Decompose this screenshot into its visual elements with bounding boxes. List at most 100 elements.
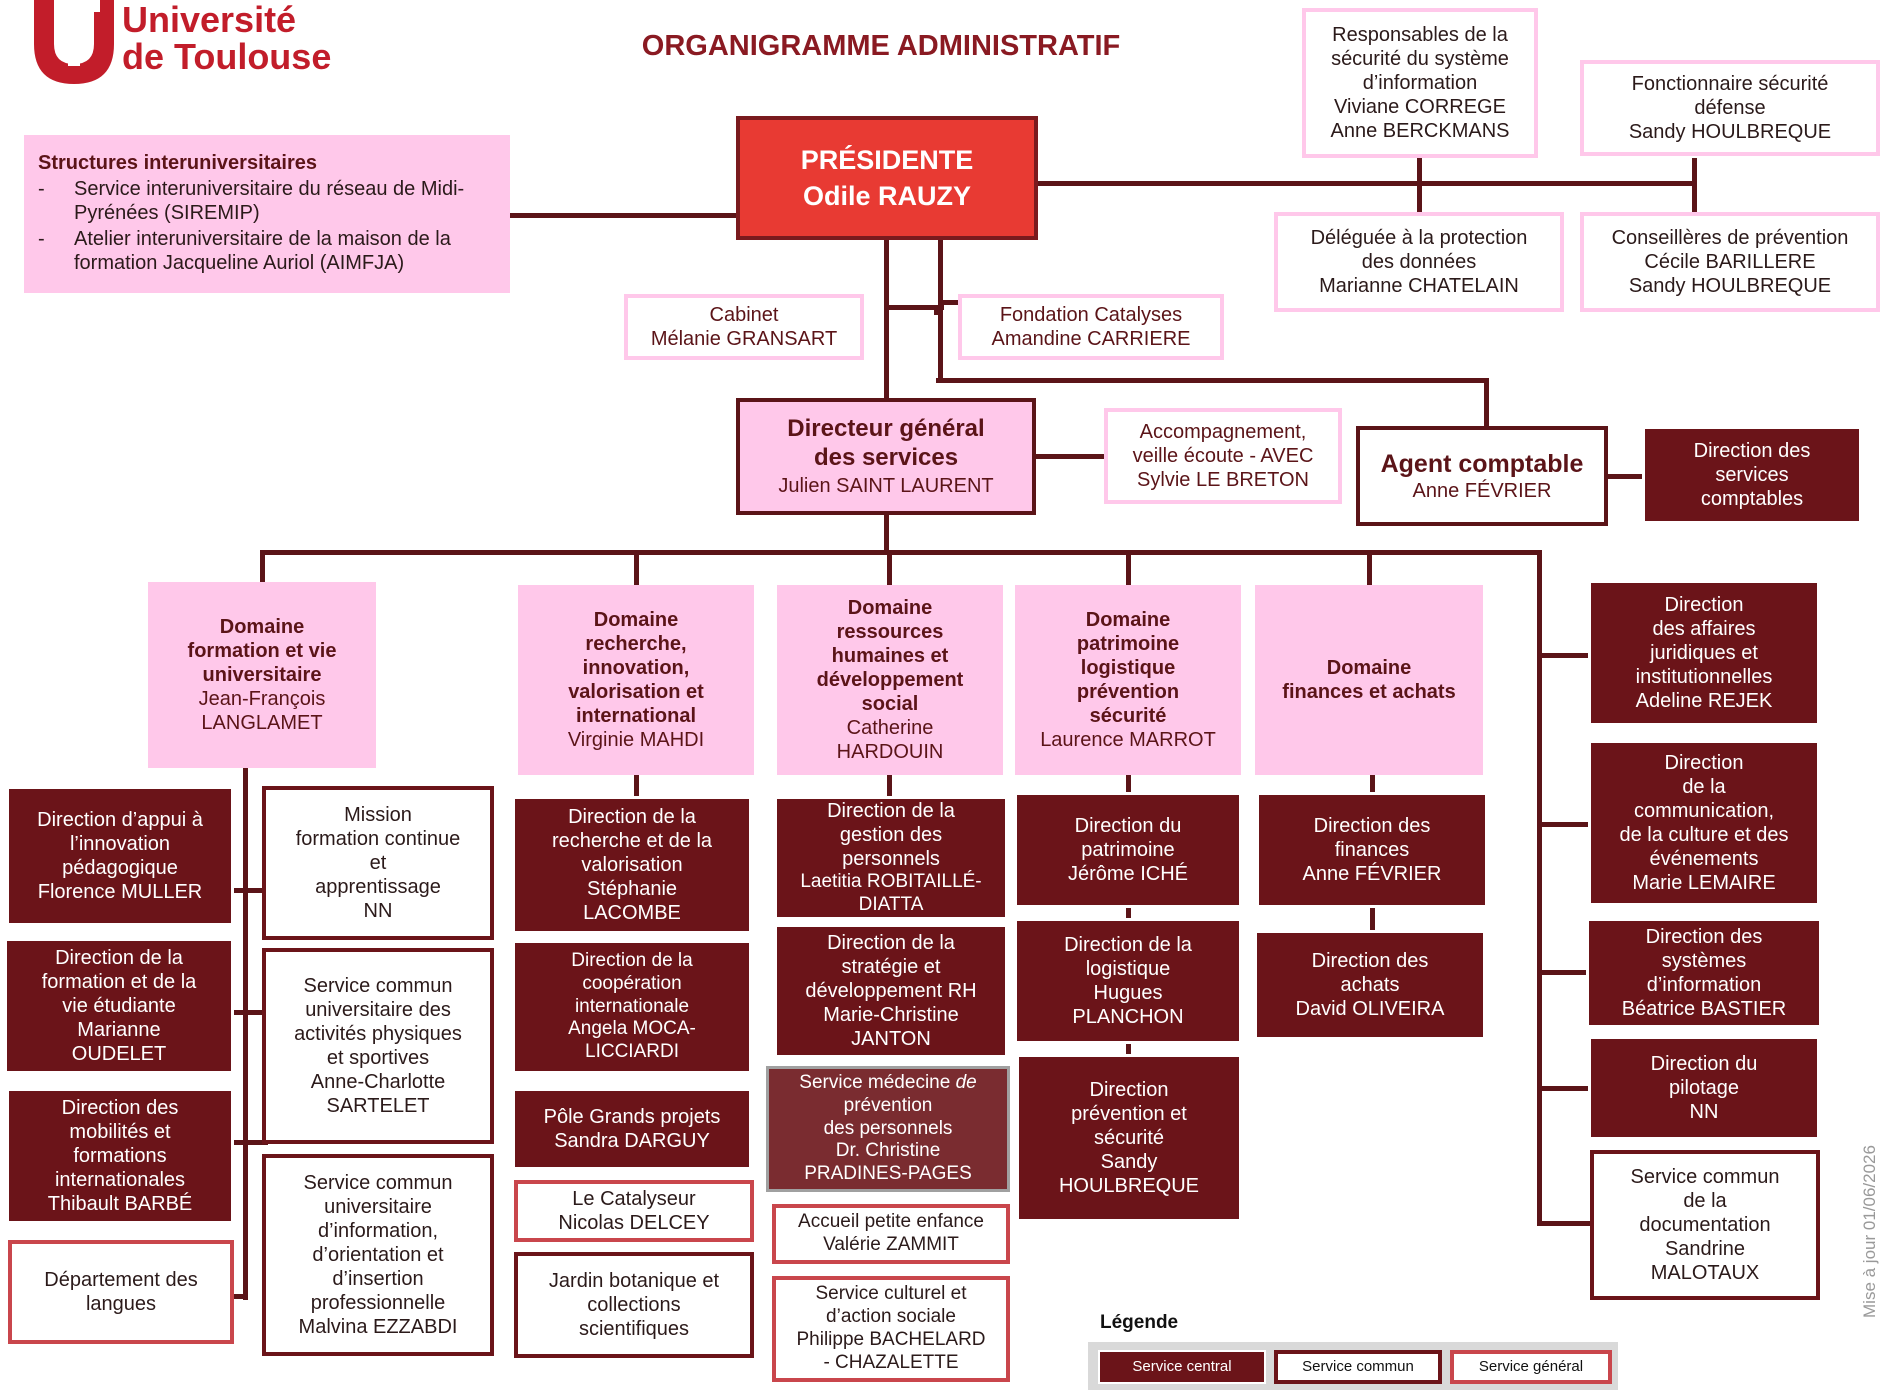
pgp-name: Sandra DARGUY: [554, 1130, 710, 1152]
dcce-line-3: communication,: [1633, 800, 1775, 822]
rssi-line-3: d’information: [1362, 72, 1478, 94]
domaine-finances-box: Domaine finances et achats: [1255, 585, 1483, 775]
scuio-line-3: d’information,: [317, 1220, 439, 1242]
dcce-name: Marie LEMAIRE: [1632, 872, 1776, 894]
dpo-name: Marianne CHATELAIN: [1319, 275, 1519, 297]
dsc-line-3: comptables: [1700, 488, 1804, 510]
mfca-line-2: formation continue: [295, 828, 461, 850]
dgs-name: Julien SAINT LAURENT: [778, 475, 994, 498]
fsd-box: Fonctionnaire sécurité défense Sandy HOU…: [1580, 60, 1880, 156]
scuio-line-6: professionnelle: [310, 1292, 446, 1314]
scuio-line-1: Service commun: [303, 1172, 453, 1194]
dgp-name-1: Laetitia ROBITAILLÉ-: [800, 871, 982, 893]
mfca-line-3: et: [369, 852, 387, 874]
fondation-name: Amandine CARRIERE: [991, 328, 1191, 350]
dach-name: David OLIVEIRA: [1295, 998, 1445, 1020]
direction-gestion-personnels-box: Direction de la gestion des personnels L…: [774, 796, 1008, 920]
dci-name-1: Angela MOCA-: [568, 1018, 696, 1040]
scd-name-2: MALOTAUX: [1650, 1262, 1760, 1284]
d3-line-2: ressources: [836, 621, 944, 643]
scuio-line-5: d’insertion: [332, 1268, 424, 1290]
suaps-line-2: universitaire des: [305, 999, 451, 1021]
bullet: -: [38, 228, 45, 250]
d5-line-2: finances et achats: [1282, 681, 1456, 703]
smp-line-3: des personnels: [823, 1117, 953, 1139]
dgs-line-1: Directeur général: [787, 414, 985, 442]
university-logo-text: Université de Toulouse: [122, 1, 331, 75]
d1-line-3: universitaire: [202, 664, 322, 686]
suaps-name-2: SARTELET: [326, 1095, 430, 1117]
ape-line-1: Accueil petite enfance: [798, 1211, 984, 1233]
dfin-line-1: Direction des: [1313, 815, 1431, 837]
dsi-line-1: Direction des: [1645, 926, 1763, 948]
dfve-line-3: vie étudiante: [62, 995, 176, 1017]
scuio-line-4: d’orientation et: [312, 1244, 444, 1266]
direction-appui-innovation-box: Direction d’appui à l’innovation pédagog…: [6, 786, 234, 926]
d4-name: Laurence MARROT: [1040, 729, 1216, 751]
dsrh-line-2: stratégie et: [841, 956, 941, 978]
dpo-line-1: Déléguée à la protection: [1310, 227, 1528, 249]
avec-line-2: veille écoute - AVEC: [1132, 445, 1314, 467]
d2-line-5: international: [575, 705, 696, 727]
drv-line-1: Direction de la: [568, 806, 696, 828]
direction-mobilites-box: Direction des mobilités et formations in…: [6, 1088, 234, 1224]
suaps-line-1: Service commun: [303, 975, 453, 997]
smp-line-1: Service médecine de: [799, 1072, 976, 1095]
scd-line-2: de la: [1683, 1190, 1727, 1212]
dpo-box: Déléguée à la protection des données Mar…: [1274, 212, 1564, 312]
d2-line-4: valorisation et: [568, 681, 704, 703]
legend-box: Service central Service commun Service g…: [1088, 1342, 1618, 1390]
dcce-line-2: de la: [1682, 776, 1726, 798]
structures-heading: Structures interuniversitaires: [38, 152, 317, 174]
dps-line-3: sécurité: [1093, 1127, 1165, 1149]
dpil-name: NN: [1689, 1101, 1719, 1123]
smp-name-1: Dr. Christine: [835, 1140, 941, 1162]
dcce-line-4: de la culture et des: [1619, 824, 1789, 846]
dsrh-name-2: JANTON: [851, 1028, 931, 1050]
direction-systemes-information-box: Direction des systèmes d’information Béa…: [1586, 918, 1822, 1028]
d2-name: Virginie MAHDI: [567, 729, 705, 751]
dps-name-2: HOULBREQUE: [1058, 1175, 1200, 1197]
dfve-name-2: OUDELET: [71, 1043, 167, 1065]
legend-general-label: Service général: [1478, 1358, 1584, 1375]
direction-logistique-box: Direction de la logistique Hugues PLANCH…: [1014, 918, 1242, 1044]
ape-name: Valérie ZAMMIT: [823, 1234, 959, 1255]
structures-item-2: - Atelier interuniversitaire de la maiso…: [38, 227, 496, 275]
d3-line-4: développement: [816, 669, 964, 691]
conseilleres-prevention-box: Conseillères de prévention Cécile BARILL…: [1580, 212, 1880, 312]
langues-line-2: langues: [85, 1293, 157, 1315]
dsc-line-2: services: [1715, 464, 1789, 486]
direction-communication-box: Direction de la communication, de la cul…: [1588, 740, 1820, 906]
agent-name: Anne FÉVRIER: [1412, 480, 1552, 502]
suaps-line-4: et sportives: [326, 1047, 430, 1069]
d4-line-1: Domaine: [1085, 609, 1171, 631]
drv-line-2: recherche et de la: [551, 830, 713, 852]
direction-formation-vie-etudiante-box: Direction de la formation et de la vie é…: [4, 938, 234, 1074]
le-catalyseur-box: Le Catalyseur Nicolas DELCEY: [514, 1180, 754, 1242]
dsi-name: Béatrice BASTIER: [1621, 998, 1787, 1020]
legend: Légende: [1088, 1312, 1178, 1334]
fondation-box: Fondation Catalyses Amandine CARRIERE: [958, 294, 1224, 360]
scas-line-1: Service culturel et: [815, 1283, 967, 1305]
d1-name-1: Jean-François: [198, 688, 326, 710]
dach-line-2: achats: [1340, 974, 1400, 996]
drv-name-1: Stéphanie: [586, 878, 678, 900]
drv-line-3: valorisation: [581, 854, 683, 876]
direction-pilotage-box: Direction du pilotage NN: [1588, 1036, 1820, 1140]
jardin-line-2: collections: [587, 1294, 681, 1316]
avec-box: Accompagnement, veille écoute - AVEC Syl…: [1104, 408, 1342, 504]
scd-line-3: documentation: [1639, 1214, 1771, 1236]
pgp-line-1: Pôle Grands projets: [543, 1106, 721, 1128]
dlog-line-1: Direction de la: [1064, 934, 1192, 956]
accueil-petite-enfance-box: Accueil petite enfance Valérie ZAMMIT: [772, 1204, 1010, 1264]
dci-name-2: LICCIARDI: [585, 1041, 679, 1063]
page-title: ORGANIGRAMME ADMINISTRATIF: [641, 30, 1121, 62]
dgs-line-2: des services: [813, 443, 959, 471]
direction-strategie-rh-box: Direction de la stratégie et développeme…: [774, 924, 1008, 1058]
dmfi-line-4: internationales: [54, 1169, 186, 1191]
dpil-line-2: pilotage: [1668, 1077, 1740, 1099]
d3-line-5: social: [861, 693, 919, 715]
dlog-line-2: logistique: [1085, 958, 1171, 980]
dpo-line-2: des données: [1361, 251, 1477, 273]
agent-comptable-box: Agent comptable Anne FÉVRIER: [1356, 426, 1608, 526]
